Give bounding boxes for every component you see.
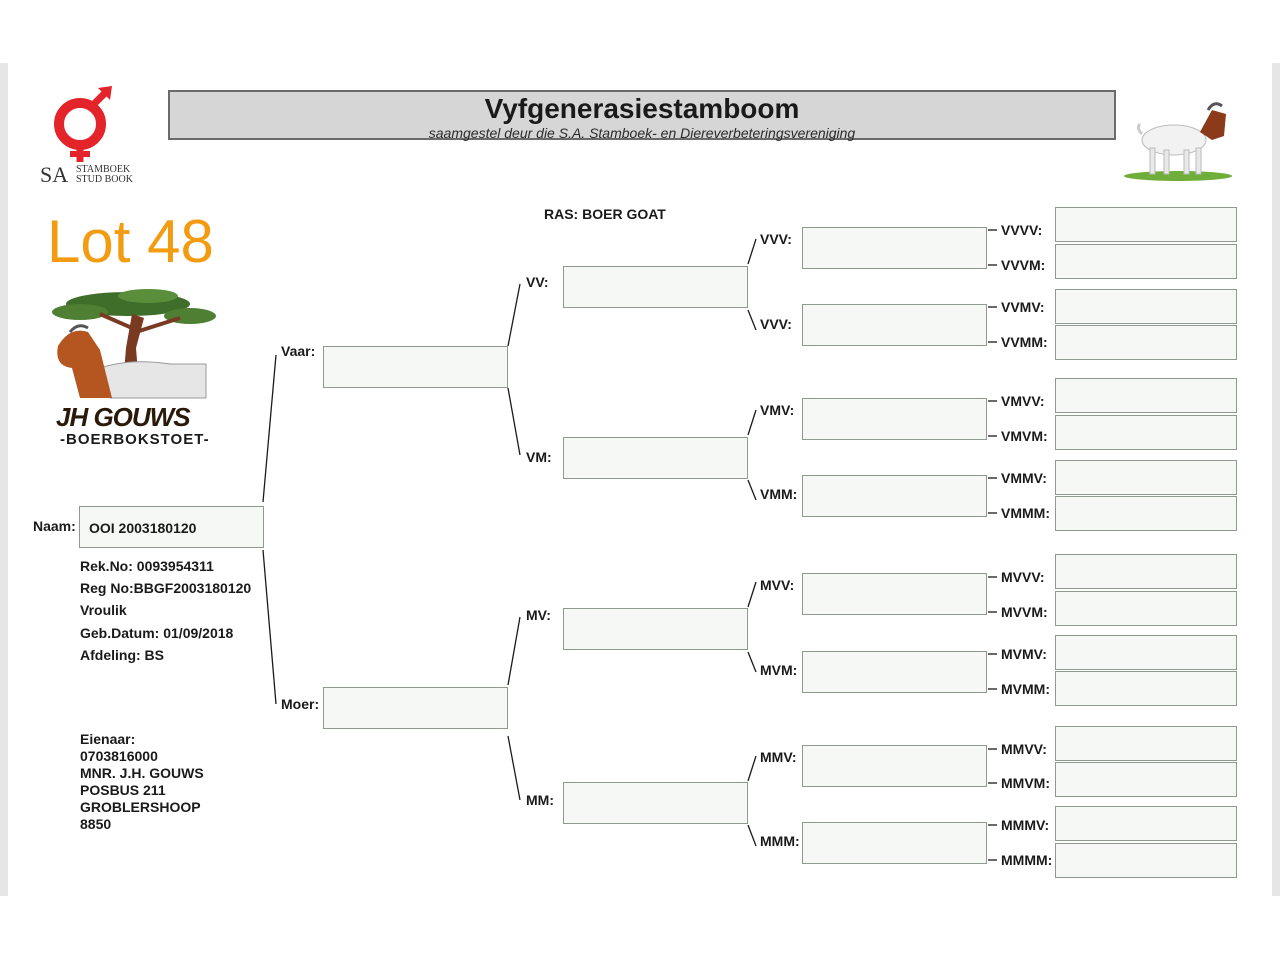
gen4-label: MMVV: xyxy=(1001,741,1047,757)
gen4-box xyxy=(1055,496,1237,531)
sa-logo-line1: STAMBOEK xyxy=(76,164,131,175)
gen4-label: VVMV: xyxy=(1001,299,1045,315)
gen4-label: VMMV: xyxy=(1001,470,1047,486)
gen4-box xyxy=(1055,460,1237,495)
gen4-box xyxy=(1055,591,1237,626)
gen3-label: VVV: xyxy=(760,316,792,332)
gen4-box xyxy=(1055,207,1237,242)
gen4-label: MVMV: xyxy=(1001,646,1047,662)
owner-block: Eienaar: 0703816000 MNR. J.H. GOUWS POSB… xyxy=(80,731,204,833)
gen3-label: MVV: xyxy=(760,577,795,593)
gen3-label: MMM: xyxy=(760,833,800,849)
gen4-label: VMVM: xyxy=(1001,428,1048,444)
gen4-box xyxy=(1055,325,1237,360)
gen3-label: VVV: xyxy=(760,231,792,247)
gen4-box xyxy=(1055,554,1237,589)
gen4-box xyxy=(1055,843,1237,878)
owner-line: POSBUS 211 xyxy=(80,782,166,798)
gen2-label: VM: xyxy=(526,449,552,465)
gen4-label: MVVM: xyxy=(1001,604,1048,620)
gen4-label: MVMM: xyxy=(1001,681,1050,697)
sa-logo-text: SA STAMBOEK STUD BOOK xyxy=(40,162,133,188)
gen3-box xyxy=(802,475,987,517)
gen4-label: VVVV: xyxy=(1001,222,1043,238)
owner-line: GROBLERSHOOP xyxy=(80,799,201,815)
breed-label: RAS: BOER GOAT xyxy=(544,206,666,222)
gen4-box xyxy=(1055,378,1237,413)
gen3-box xyxy=(802,822,987,864)
sa-logo-line2: STUD BOOK xyxy=(76,174,133,185)
gen2-box xyxy=(563,266,748,308)
gen4-box xyxy=(1055,244,1237,279)
gen4-box xyxy=(1055,415,1237,450)
gen2-box xyxy=(563,608,748,650)
gen1-box xyxy=(323,687,508,729)
gen4-label: VMMM: xyxy=(1001,505,1050,521)
gen2-label: VV: xyxy=(526,274,549,290)
gen4-box xyxy=(1055,289,1237,324)
owner-line: MNR. J.H. GOUWS xyxy=(80,765,204,781)
sa-logo-sa: SA xyxy=(40,162,69,187)
gen2-box xyxy=(563,437,748,479)
stud-logo-icon xyxy=(52,289,216,399)
owner-label: Eienaar: xyxy=(80,731,136,747)
gen4-label: VVMM: xyxy=(1001,334,1048,350)
gen3-label: MVM: xyxy=(760,662,798,678)
gen4-label: MMMM: xyxy=(1001,852,1053,868)
sa-logo-lines: STAMBOEK STUD BOOK xyxy=(76,165,133,185)
gen4-box xyxy=(1055,806,1237,841)
gen4-label: VMVV: xyxy=(1001,393,1045,409)
gen4-label: MVVV: xyxy=(1001,569,1045,585)
page-subtitle: saamgestel deur die S.A. Stamboek- en Di… xyxy=(428,125,856,141)
title-banner: Vyfgenerasiestamboom saamgestel deur die… xyxy=(168,90,1116,141)
lot-number: Lot 48 xyxy=(47,208,214,275)
sex: Vroulik xyxy=(80,602,127,618)
gen3-box xyxy=(802,398,987,440)
gen2-label: MV: xyxy=(526,607,551,623)
gen4-box xyxy=(1055,635,1237,670)
animal-name: OOI 2003180120 xyxy=(89,520,197,536)
animal-name-field: OOI 2003180120 xyxy=(79,506,264,548)
gen3-box xyxy=(802,573,987,615)
owner-line: 8850 xyxy=(80,816,112,832)
gen4-label: VVVM: xyxy=(1001,257,1046,273)
sa-studbook-logo-icon xyxy=(54,86,112,162)
stud-subtitle: -BOERBOKSTOET- xyxy=(60,431,210,448)
gen4-box xyxy=(1055,762,1237,797)
gen1-label: Vaar: xyxy=(281,343,316,359)
gen3-label: VMM: xyxy=(760,486,798,502)
gen4-box xyxy=(1055,726,1237,761)
rek-no: Rek.No: 0093954311 xyxy=(80,558,214,574)
gen3-label: VMV: xyxy=(760,402,795,418)
stud-name: JH GOUWS xyxy=(56,402,191,432)
gen2-box xyxy=(563,782,748,824)
gen1-label: Moer: xyxy=(281,696,320,712)
birth-date: Geb.Datum: 01/09/2018 xyxy=(80,625,234,641)
gen3-box xyxy=(802,745,987,787)
gen4-label: MMMV: xyxy=(1001,817,1050,833)
section: Afdeling: BS xyxy=(80,647,164,663)
gen1-box xyxy=(323,346,508,388)
gen3-box xyxy=(802,304,987,346)
page-title: Vyfgenerasiestamboom xyxy=(484,93,800,124)
gen3-box xyxy=(802,227,987,269)
name-label: Naam: xyxy=(33,518,76,534)
owner-line: 0703816000 xyxy=(80,748,158,764)
gen4-box xyxy=(1055,671,1237,706)
gen3-label: MMV: xyxy=(760,749,797,765)
gen4-label: MMVM: xyxy=(1001,775,1050,791)
boer-goat-icon xyxy=(1124,102,1232,181)
gen3-box xyxy=(802,651,987,693)
reg-no: Reg No:BBGF2003180120 xyxy=(80,580,252,596)
gen2-label: MM: xyxy=(526,792,554,808)
